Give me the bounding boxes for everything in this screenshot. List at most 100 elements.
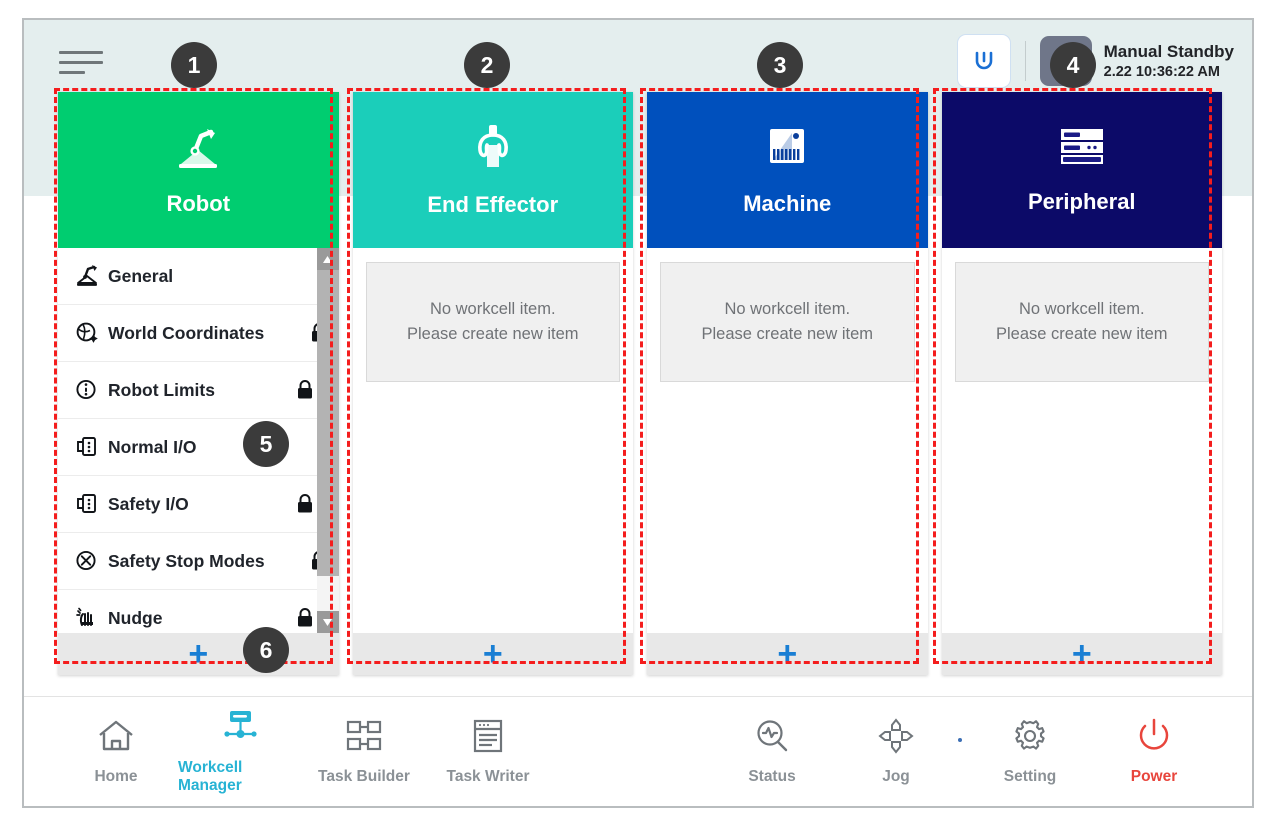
column-title-end-effector: End Effector bbox=[427, 191, 559, 217]
gear-icon bbox=[1010, 718, 1050, 759]
nav-label: Task Builder bbox=[318, 767, 410, 785]
bottom-nav-right: Status Jog bbox=[710, 717, 1216, 786]
list-item-world-coordinates[interactable]: World Coordinates bbox=[58, 305, 339, 362]
empty-line-1: No workcell item. bbox=[429, 300, 556, 318]
robot-limits-icon bbox=[70, 378, 104, 402]
safety-stop-icon bbox=[70, 549, 104, 573]
scroll-up-icon[interactable] bbox=[316, 248, 339, 270]
nudge-hand-icon bbox=[70, 606, 104, 630]
list-item-label: Safety Stop Modes bbox=[108, 550, 265, 571]
nav-item-setting[interactable]: Setting bbox=[968, 718, 1092, 786]
status-text: Manual Standby 2.22 10:36:22 AM bbox=[1104, 41, 1234, 80]
empty-line-1: No workcell item. bbox=[1018, 300, 1145, 318]
add-robot-item-button[interactable]: + bbox=[58, 633, 339, 675]
nav-item-status[interactable]: Status bbox=[710, 718, 834, 786]
stray-dot-marker bbox=[958, 737, 962, 742]
nav-label: Status bbox=[748, 767, 796, 785]
nav-item-jog[interactable]: Jog bbox=[834, 717, 958, 786]
add-end-effector-item-button[interactable]: + bbox=[352, 633, 633, 675]
empty-line-2: Please create new item bbox=[406, 325, 579, 343]
column-header-robot[interactable]: Robot bbox=[58, 92, 339, 248]
io-port-icon bbox=[70, 492, 104, 516]
lock-icon bbox=[295, 607, 315, 629]
robot-settings-list: General World Coordinates bbox=[58, 248, 339, 633]
hamburger-menu-icon[interactable] bbox=[59, 42, 107, 82]
home-icon bbox=[96, 718, 136, 759]
nav-label: Setting bbox=[1003, 767, 1057, 785]
gripper-icon bbox=[469, 123, 517, 178]
column-body-end-effector: No workcell item. Please create new item bbox=[352, 248, 633, 633]
list-item-general[interactable]: General bbox=[58, 248, 339, 305]
nav-item-task-builder[interactable]: Task Builder bbox=[302, 709, 426, 795]
reset-power-icon[interactable] bbox=[956, 34, 1011, 88]
status-timestamp: 2.22 10:36:22 AM bbox=[1103, 63, 1220, 80]
list-item-label: Safety I/O bbox=[108, 493, 189, 514]
scrollbar-thumb[interactable] bbox=[316, 270, 339, 576]
column-body-machine: No workcell item. Please create new item bbox=[647, 248, 928, 633]
robot-arm-icon bbox=[70, 264, 104, 288]
column-header-machine[interactable]: Machine bbox=[647, 92, 928, 248]
workcell-manager-icon bbox=[218, 709, 262, 750]
status-scope-icon bbox=[752, 718, 792, 759]
list-item-safety-io[interactable]: Safety I/O bbox=[58, 476, 339, 533]
empty-line-2: Please create new item bbox=[701, 325, 873, 343]
task-builder-icon bbox=[342, 718, 386, 759]
nav-label: Task Writer bbox=[446, 767, 530, 785]
add-machine-item-button[interactable]: + bbox=[647, 633, 928, 675]
empty-state-peripheral: No workcell item. Please create new item bbox=[954, 262, 1209, 382]
workcell-columns: Robot Gener bbox=[58, 92, 1222, 675]
plus-icon: + bbox=[188, 635, 209, 673]
list-item-label: General bbox=[108, 265, 174, 286]
column-title-peripheral: Peripheral bbox=[1027, 188, 1136, 214]
column-header-end-effector[interactable]: End Effector bbox=[352, 92, 633, 248]
status-zone: Manual Standby 2.22 10:36:22 AM bbox=[956, 32, 1234, 90]
nav-item-workcell-manager[interactable]: Workcell Manager bbox=[178, 709, 302, 795]
device-screen: Manual Standby 2.22 10:36:22 AM Robot bbox=[22, 18, 1254, 808]
nav-item-task-writer[interactable]: Task Writer bbox=[426, 709, 550, 795]
list-scrollbar[interactable] bbox=[316, 248, 339, 633]
empty-state-machine: No workcell item. Please create new item bbox=[660, 262, 915, 382]
plus-icon: + bbox=[482, 635, 503, 673]
list-item-label: Normal I/O bbox=[108, 436, 197, 457]
power-icon bbox=[1134, 718, 1174, 759]
lock-icon bbox=[295, 379, 315, 401]
column-machine: Machine No workcell item. Please create … bbox=[647, 92, 928, 675]
nav-item-power[interactable]: Power bbox=[1092, 718, 1216, 786]
list-item-robot-limits[interactable]: Robot Limits bbox=[58, 362, 339, 419]
column-title-machine: Machine bbox=[743, 190, 832, 216]
jog-dpad-icon bbox=[874, 717, 918, 759]
manual-hand-icon[interactable] bbox=[1039, 36, 1092, 86]
column-header-peripheral[interactable]: Peripheral bbox=[941, 92, 1222, 248]
list-item-label: Nudge bbox=[108, 607, 163, 628]
scroll-down-icon[interactable] bbox=[316, 611, 339, 633]
list-item-safety-stop-modes[interactable]: Safety Stop Modes bbox=[58, 533, 339, 590]
plus-icon: + bbox=[1071, 635, 1092, 673]
nav-label: Home bbox=[94, 767, 138, 785]
column-body-peripheral: No workcell item. Please create new item bbox=[941, 248, 1222, 633]
list-item-normal-io[interactable]: Normal I/O bbox=[58, 419, 339, 476]
add-peripheral-item-button[interactable]: + bbox=[941, 633, 1222, 675]
list-item-nudge[interactable]: Nudge bbox=[58, 590, 339, 633]
divider bbox=[1024, 41, 1026, 81]
lock-icon bbox=[295, 493, 315, 515]
plus-icon: + bbox=[777, 635, 798, 673]
column-title-robot: Robot bbox=[166, 190, 231, 216]
world-coordinates-icon bbox=[70, 321, 104, 345]
list-item-label: World Coordinates bbox=[108, 322, 265, 343]
machine-icon bbox=[762, 124, 812, 177]
bottom-nav-left: Home Workcell Manager bbox=[54, 709, 550, 795]
robot-arm-icon bbox=[171, 124, 225, 177]
nav-label: Jog bbox=[882, 767, 910, 785]
nav-label: Power bbox=[1130, 767, 1178, 785]
peripheral-rack-icon bbox=[1055, 126, 1109, 175]
task-writer-icon bbox=[468, 718, 508, 759]
list-item-label: Robot Limits bbox=[108, 379, 215, 400]
nav-label: Workcell Manager bbox=[178, 758, 243, 794]
nav-item-home[interactable]: Home bbox=[54, 709, 178, 795]
status-mode: Manual Standby bbox=[1103, 42, 1234, 62]
io-port-icon bbox=[70, 435, 104, 459]
column-body-robot: General World Coordinates bbox=[58, 248, 339, 633]
column-robot: Robot Gener bbox=[58, 92, 339, 675]
empty-line-1: No workcell item. bbox=[724, 300, 851, 318]
empty-line-2: Please create new item bbox=[995, 325, 1168, 343]
